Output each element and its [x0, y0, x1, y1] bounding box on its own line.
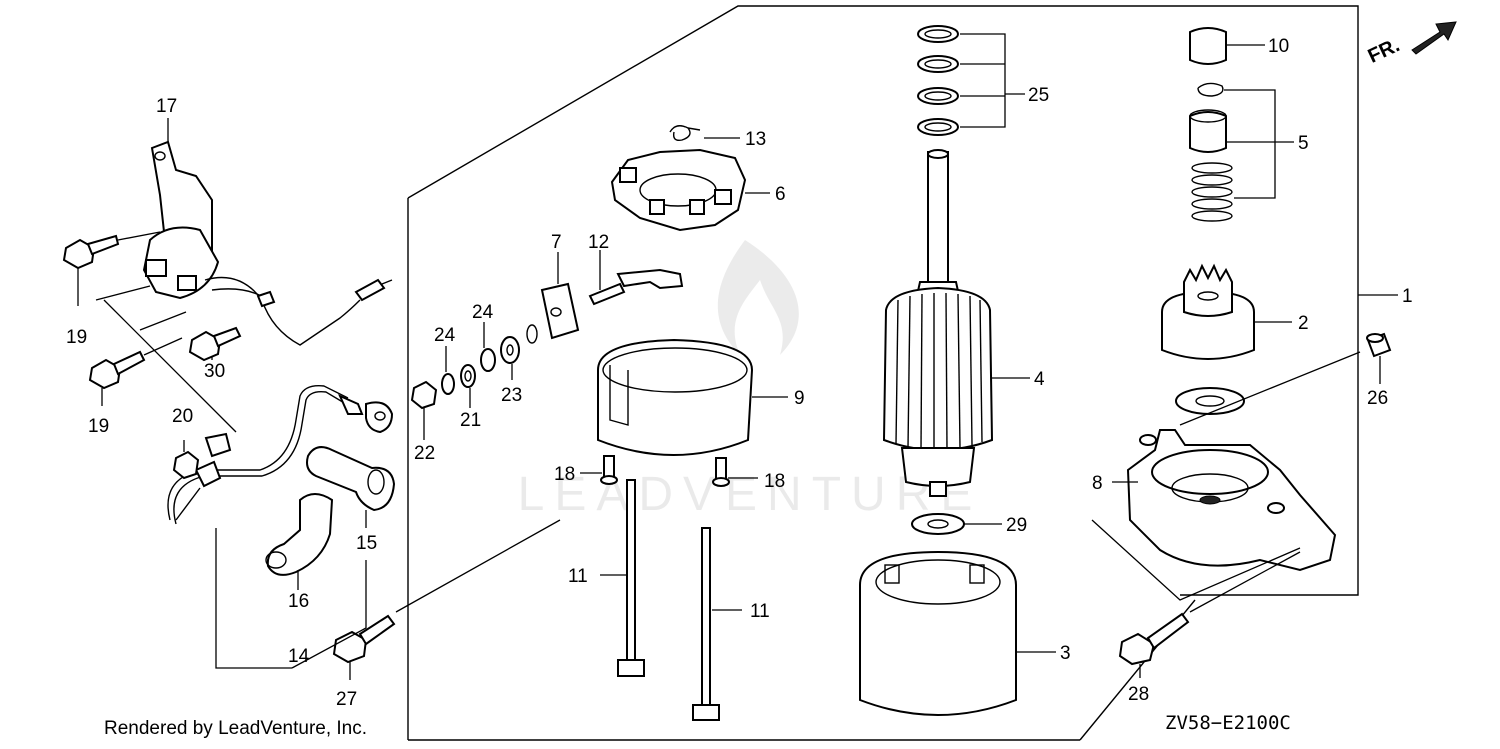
callout-11a: 11: [568, 566, 588, 587]
part-9-cover-band: [597, 338, 788, 456]
callout-8: 8: [1092, 473, 1103, 494]
callout-20: 20: [172, 406, 193, 427]
callout-2: 2: [1298, 313, 1309, 334]
part-21-washer: [460, 364, 476, 408]
callout-10: 10: [1268, 36, 1289, 57]
callout-21: 21: [460, 410, 481, 431]
part-4-armature: [882, 149, 1030, 497]
part-14-cable-assembly: [167, 385, 394, 669]
part-11a-through-bolt: [600, 479, 645, 677]
callout-1: 1: [1402, 286, 1413, 307]
part-25-rings: [917, 25, 1025, 136]
callout-22: 22: [414, 443, 435, 464]
callout-27: 27: [336, 689, 357, 710]
callout-23: 23: [501, 385, 522, 406]
callout-28: 28: [1128, 684, 1149, 705]
part-18b-screw: [712, 457, 758, 487]
callout-5: 5: [1298, 133, 1309, 154]
part-30-bolt: [188, 326, 242, 362]
callout-18a: 18: [554, 464, 575, 485]
part-6-brush-holder: [610, 148, 770, 232]
part-27-bolt: [332, 519, 561, 680]
callout-3: 3: [1060, 643, 1071, 664]
callout-24a: 24: [434, 325, 456, 346]
callout-17: 17: [156, 96, 177, 117]
part-28-bolt: [1118, 551, 1301, 678]
callout-14: 14: [288, 646, 310, 667]
part-5-pinion-stop-set: [1189, 82, 1294, 222]
part-8-front-cover: [1112, 429, 1337, 572]
part-10-cap: [1189, 27, 1265, 65]
part-12-terminal-bolt: [588, 250, 684, 306]
part-18a-screw: [580, 455, 618, 485]
callout-18b: 18: [764, 471, 785, 492]
part-20-nut: [172, 440, 200, 480]
callout-25: 25: [1028, 85, 1049, 106]
callout-4: 4: [1034, 369, 1045, 390]
assembly-boundary: [407, 5, 1359, 596]
callout-labels: 1 2 3 4 5 6 7 8 9 10 11 11 12 13 14 15 1…: [66, 36, 1413, 710]
part-23-washer: [500, 336, 520, 380]
small-washer: [526, 324, 538, 344]
callout-19a: 19: [66, 327, 87, 348]
part-15-terminal-boot: [306, 446, 396, 528]
part-24a-washer: [441, 346, 455, 395]
callout-24b: 24: [472, 302, 494, 323]
callout-29: 29: [1006, 515, 1027, 536]
callout-11b: 11: [750, 601, 770, 622]
part-3-yoke: [859, 550, 1056, 716]
part-29-washer: [911, 513, 1002, 535]
part-22-nut: [410, 380, 438, 440]
callout-19b: 19: [88, 416, 109, 437]
callout-16: 16: [288, 591, 309, 612]
part-13-spring: [669, 125, 740, 142]
solenoid-body: [142, 226, 393, 346]
watermark-text: LEADVENTURE: [518, 468, 983, 521]
part-2-pinion-gear: [1161, 263, 1292, 360]
part-11b-through-bolt: [692, 527, 742, 721]
callout-26: 26: [1367, 388, 1388, 409]
callout-15: 15: [356, 533, 377, 554]
diagram-code: ZV58−E2100C: [1165, 712, 1291, 734]
callout-7: 7: [551, 232, 562, 253]
render-credit: Rendered by LeadVenture, Inc.: [104, 718, 368, 739]
part-24b-washer: [480, 322, 496, 372]
callout-9: 9: [794, 388, 805, 409]
front-direction-arrow-icon: [1411, 21, 1457, 55]
part-16-terminal-boot: [265, 493, 334, 590]
callout-12: 12: [588, 232, 609, 253]
callout-30: 30: [204, 361, 225, 382]
pinion-washer: [1175, 387, 1245, 415]
watermark-logo: LEADVENTURE: [518, 240, 983, 521]
part-26-dowel-pin: [1366, 332, 1392, 384]
callout-6: 6: [775, 184, 786, 205]
part-7-insulator: [540, 252, 580, 340]
callout-13: 13: [745, 129, 766, 150]
part-19a-bolt: [62, 231, 161, 306]
part-19b-bolt: [88, 337, 183, 406]
